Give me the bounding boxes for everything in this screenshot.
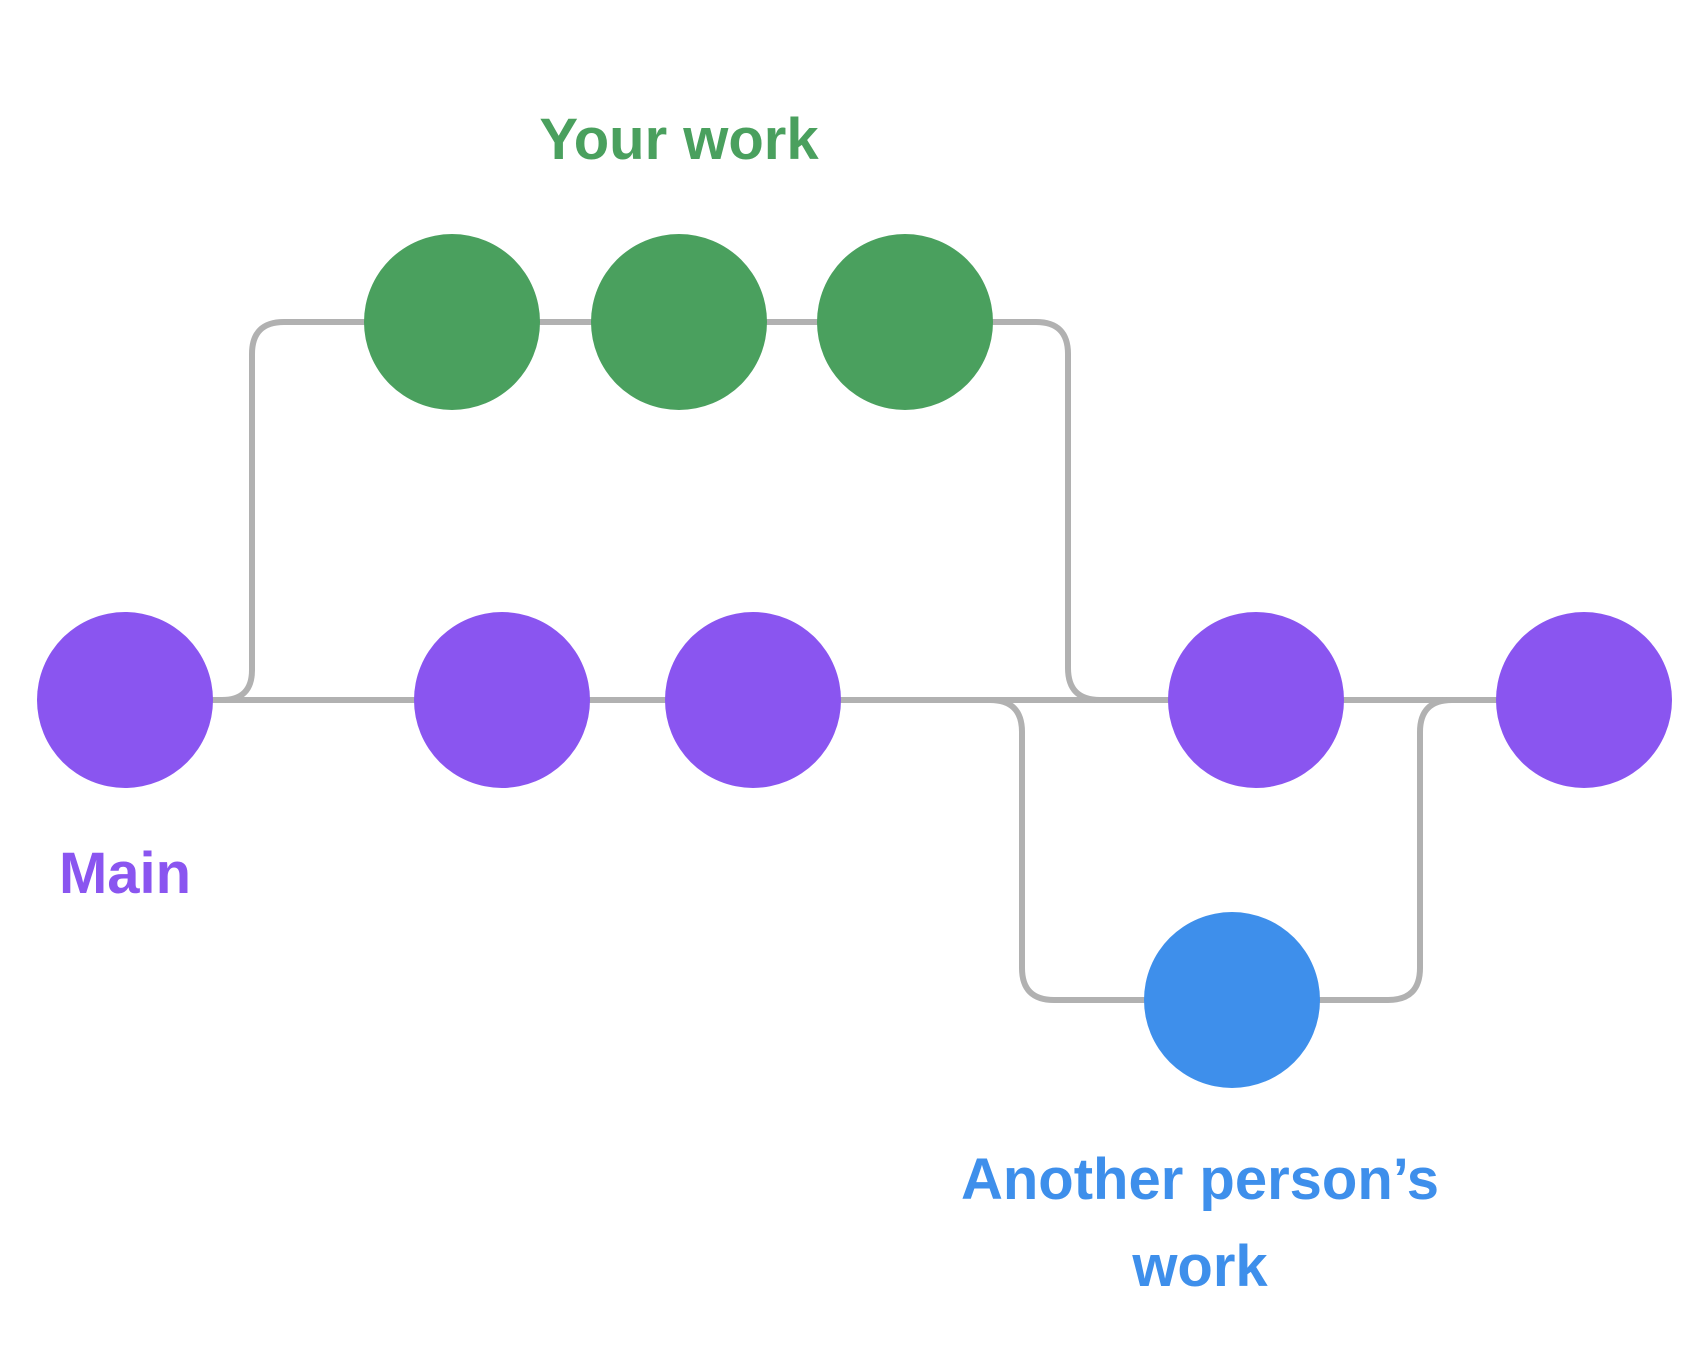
commit-node-your_work-2 <box>591 234 767 410</box>
commit-node-another-1 <box>1144 912 1320 1088</box>
your-work-branch-label: Your work <box>539 107 819 172</box>
another-persons-work-branch-label: Another person’s work <box>960 1147 1440 1299</box>
commit-node-main-2 <box>414 612 590 788</box>
commit-node-your_work-1 <box>364 234 540 410</box>
commit-node-main-5 <box>1496 612 1672 788</box>
commit-node-your_work-3 <box>817 234 993 410</box>
commit-node-main-4 <box>1168 612 1344 788</box>
commit-node-main-1 <box>37 612 213 788</box>
commit-node-main-3 <box>665 612 841 788</box>
connector-lines-layer <box>122 319 1587 1003</box>
commit-nodes-layer <box>37 234 1672 1088</box>
main-branch-label: Main <box>58 841 192 906</box>
